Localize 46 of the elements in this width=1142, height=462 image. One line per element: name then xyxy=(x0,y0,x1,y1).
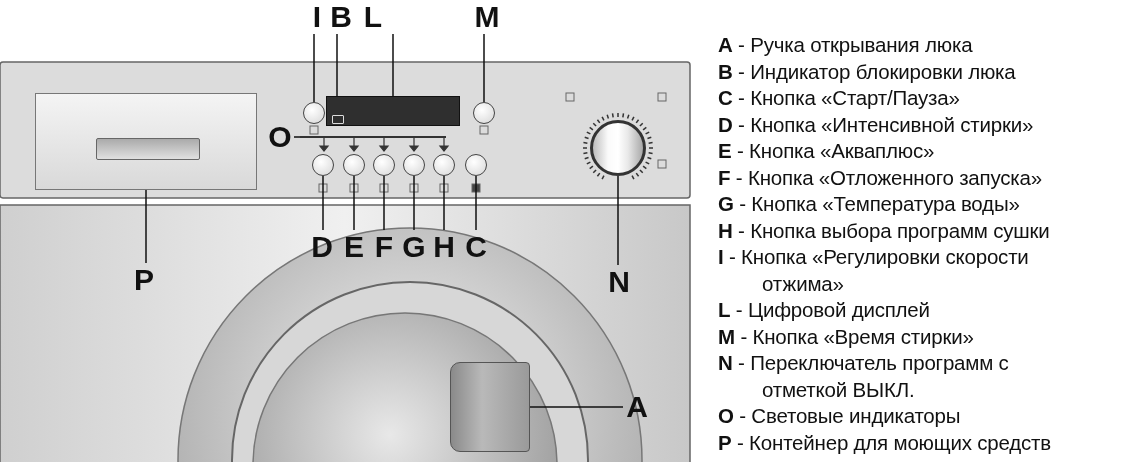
leader-line xyxy=(443,175,445,231)
leader-line xyxy=(529,406,624,408)
indicator-light-row xyxy=(300,136,446,138)
leader-line xyxy=(145,189,147,264)
callout-letter: F xyxy=(371,230,397,264)
legend-entry: N - Переключатель программ с отметкой ВЫКЛ. xyxy=(718,350,1010,403)
door-handle xyxy=(450,362,530,452)
callout-letter: P xyxy=(130,263,158,297)
leader-line xyxy=(413,175,415,231)
legend-entry: I - Кнопка «Регулировки скорости отжима» xyxy=(718,244,1030,297)
callout-letter: L xyxy=(359,0,387,34)
legend-entry: L - Цифровой дисплей xyxy=(718,297,931,323)
digital-display xyxy=(326,96,460,126)
legend-entry: F - Кнопка «Отложенного запуска» xyxy=(718,164,1043,191)
leader-line xyxy=(383,175,385,231)
callout-letter: B xyxy=(328,0,354,34)
legend-entry: C - Кнопка «Старт/Пауза» xyxy=(718,85,961,111)
leader-line xyxy=(313,33,315,103)
legend-entry: M - Кнопка «Время стирки» xyxy=(718,323,975,350)
callout-letter: D xyxy=(308,230,336,264)
callout-letter: N xyxy=(604,265,634,299)
legend-entry: O - Световые индикаторы xyxy=(718,403,962,429)
legend-entry: H - Кнопка выбора программ сушки xyxy=(718,217,1051,244)
legend-entry: E - Кнопка «Акваплюс» xyxy=(718,138,936,164)
legend-entry: P - Контейнер для моющих средств xyxy=(718,429,1052,456)
leader-line xyxy=(322,175,324,231)
legend-entry: B - Индикатор блокировки люка xyxy=(718,58,1017,85)
callout-letter: C xyxy=(462,230,490,264)
detergent-drawer xyxy=(35,93,257,190)
leader-line xyxy=(617,175,619,266)
leader-line xyxy=(475,175,477,231)
leader-line xyxy=(483,33,485,103)
leader-line xyxy=(293,136,301,138)
callout-letter: H xyxy=(430,230,458,264)
legend-entry: A - Ручка открывания люка xyxy=(718,32,974,58)
callout-letter: M xyxy=(472,0,502,34)
leader-line xyxy=(353,175,355,231)
lock-indicator xyxy=(332,115,344,124)
callout-letter: E xyxy=(340,230,368,264)
callout-letter: A xyxy=(623,390,651,424)
leader-line xyxy=(392,33,394,97)
legend-entry: G - Кнопка «Температура воды» xyxy=(718,191,1021,217)
callout-letter: G xyxy=(400,230,428,264)
legend-entry: D - Кнопка «Интенсивной стирки» xyxy=(718,111,1035,138)
callout-letter: I xyxy=(304,0,330,34)
callout-letter: O xyxy=(266,120,294,154)
